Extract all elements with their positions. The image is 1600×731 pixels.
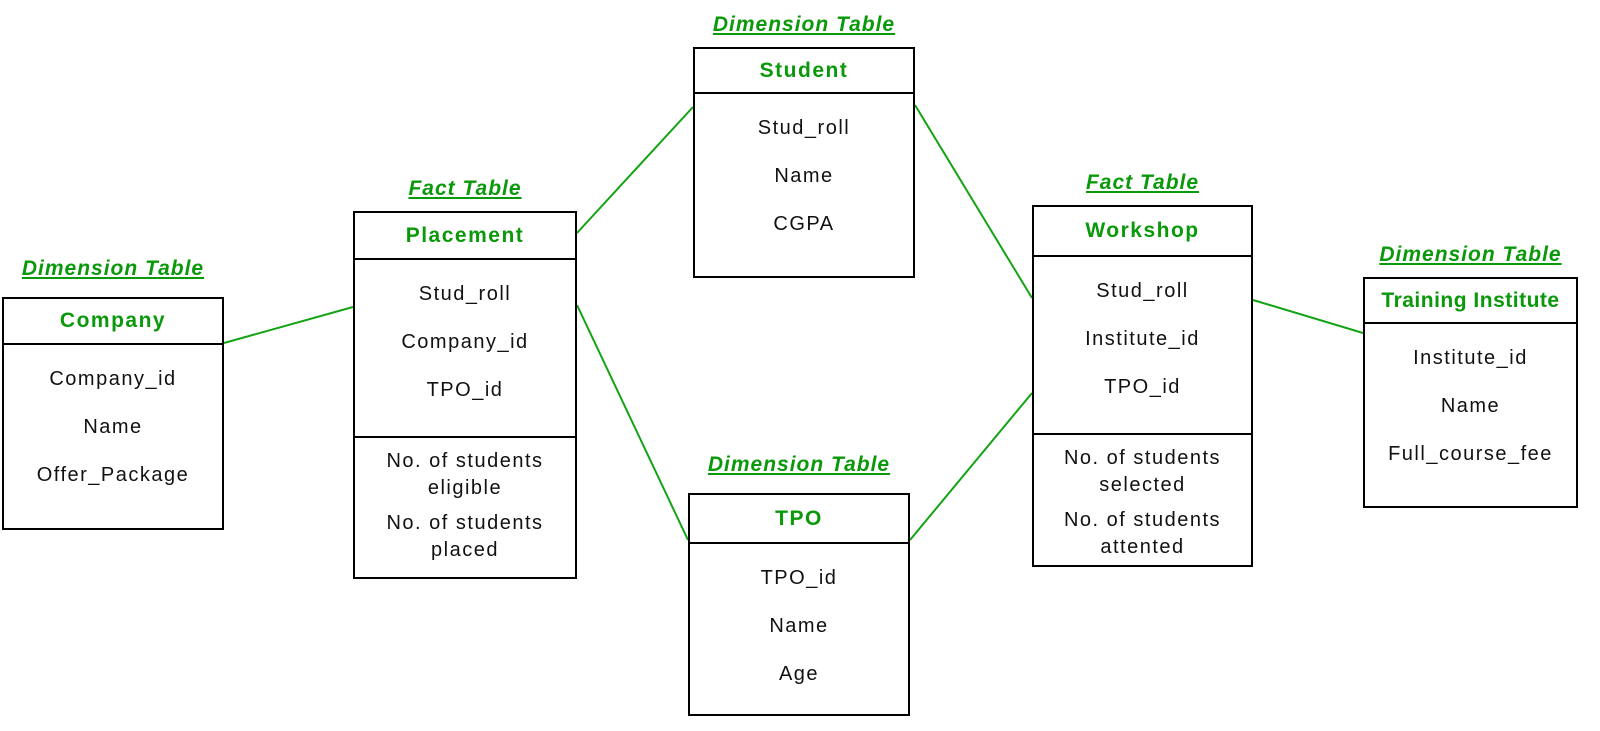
measure-row: No. of students attented: [1063, 509, 1222, 558]
field-row: Name: [774, 164, 834, 187]
relation-line-company-placement: [223, 306, 354, 344]
relation-line-workshop-training: [1252, 299, 1364, 334]
table-type-label-training-institute: Dimension Table: [1379, 243, 1562, 266]
table-header-company: Company: [4, 299, 222, 345]
table-fields-workshop: Stud_roll Institute_id TPO_id: [1034, 257, 1251, 433]
measure-row: No. of students eligible: [386, 450, 544, 499]
table-training-institute: Training Institute Institute_id Name Ful…: [1363, 277, 1578, 508]
field-row: Age: [778, 662, 820, 685]
relation-line-student-workshop: [914, 104, 1033, 299]
table-fields-tpo: TPO_id Name Age: [690, 544, 908, 698]
table-placement: Placement Stud_roll Company_id TPO_id No…: [353, 211, 577, 579]
field-row: TPO_id: [760, 566, 838, 589]
field-row: Stud_roll: [1096, 279, 1189, 302]
table-type-label-student: Dimension Table: [712, 13, 896, 36]
table-header-workshop: Workshop: [1034, 207, 1251, 257]
field-row: Offer_Package: [36, 463, 190, 486]
table-header-training-institute: Training Institute: [1365, 279, 1576, 324]
table-type-label-workshop: Fact Table: [1085, 171, 1200, 194]
table-header-tpo: TPO: [690, 495, 908, 544]
table-tpo: TPO TPO_id Name Age: [688, 493, 910, 716]
table-type-label-placement: Fact Table: [408, 177, 522, 200]
table-fields-training-institute: Institute_id Name Full_course_fee: [1365, 324, 1576, 478]
relation-line-placement-student: [576, 106, 694, 234]
field-row: Name: [1440, 394, 1501, 417]
table-header-placement: Placement: [355, 213, 575, 260]
table-fields-placement: Stud_roll Company_id TPO_id: [355, 260, 575, 436]
field-row: CGPA: [773, 212, 835, 235]
table-measures-placement: No. of students eligible No. of students…: [355, 436, 575, 577]
table-measures-workshop: No. of students selected No. of students…: [1034, 433, 1251, 565]
table-student: Student Stud_roll Name CGPA: [693, 47, 915, 278]
field-row: Institute_id: [1085, 327, 1200, 350]
table-company: Company Company_id Name Offer_Package: [2, 297, 224, 530]
field-row: TPO_id: [426, 378, 504, 401]
field-row: Stud_roll: [418, 282, 512, 305]
table-fields-student: Stud_roll Name CGPA: [695, 94, 913, 248]
field-row: Name: [83, 415, 143, 438]
field-row: Company_id: [49, 367, 177, 390]
table-workshop: Workshop Stud_roll Institute_id TPO_id N…: [1032, 205, 1253, 567]
field-row: Company_id: [401, 330, 529, 353]
measure-row: No. of students selected: [1063, 447, 1222, 496]
table-fields-company: Company_id Name Offer_Package: [4, 345, 222, 499]
field-row: Institute_id: [1413, 346, 1528, 369]
relation-line-tpo-workshop: [909, 392, 1033, 541]
field-row: Full_course_fee: [1388, 442, 1553, 465]
measure-row: No. of students placed: [386, 512, 544, 561]
field-row: TPO_id: [1104, 375, 1181, 398]
table-type-label-company: Dimension Table: [21, 257, 205, 280]
field-row: Name: [769, 614, 829, 637]
relation-line-placement-tpo: [576, 304, 689, 541]
table-type-label-tpo: Dimension Table: [707, 453, 891, 476]
table-header-student: Student: [695, 49, 913, 94]
field-row: Stud_roll: [757, 116, 851, 139]
